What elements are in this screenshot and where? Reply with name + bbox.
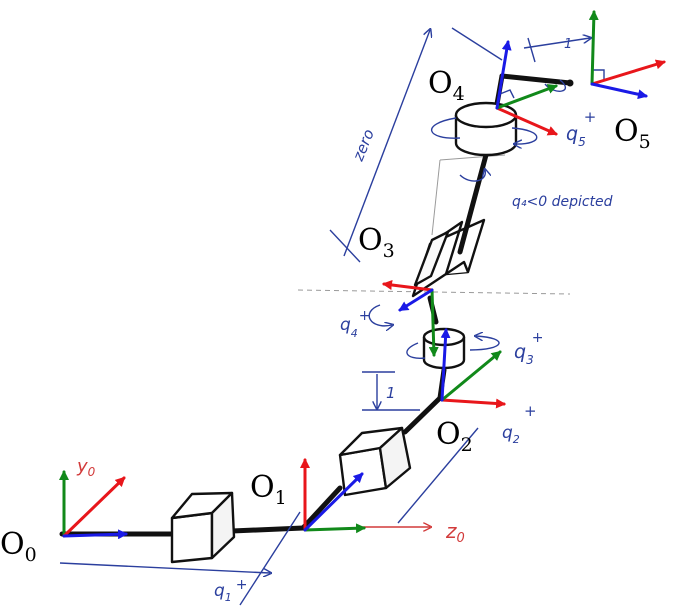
end-effector-tip bbox=[566, 79, 574, 87]
frame3-z-axis bbox=[398, 288, 434, 312]
frame2-x-axis bbox=[440, 398, 506, 409]
zero-label: zero bbox=[349, 127, 378, 165]
q4-label: q4+ bbox=[340, 308, 371, 340]
frame5-x-axis bbox=[590, 59, 666, 86]
frame-axes bbox=[59, 10, 666, 540]
frame4-y-axis bbox=[495, 84, 558, 110]
frame2-z-axis bbox=[440, 328, 451, 402]
q1-label: q1+ bbox=[214, 577, 248, 604]
one-measure-label: 1 bbox=[386, 384, 396, 402]
label-o0: O0 bbox=[0, 527, 37, 566]
q3-label: q3+ bbox=[514, 330, 543, 367]
handwritten-annotations: y0 z0 q1+ q2 + q3+ q4+ q5+ zero q₄<0 dep… bbox=[76, 37, 613, 604]
joint-3-prism bbox=[411, 218, 486, 298]
label-o1: O1 bbox=[250, 470, 287, 509]
frame4-x-axis bbox=[495, 106, 558, 136]
frame2-y-axis bbox=[440, 350, 502, 402]
label-o4: O4 bbox=[428, 66, 465, 105]
frame3-y-axis bbox=[428, 288, 439, 357]
one-top-label: 1 bbox=[564, 37, 572, 52]
q2-plus: + bbox=[524, 402, 537, 420]
frame0-z-axis bbox=[62, 529, 128, 540]
frame5-y-axis bbox=[588, 10, 599, 86]
label-o5: O5 bbox=[614, 114, 651, 153]
frame-labels: O0 O1 O2 O3 O4 O5 bbox=[0, 66, 651, 566]
y0-label: y0 bbox=[76, 456, 96, 479]
frame5-z-axis bbox=[590, 82, 648, 100]
label-o2: O2 bbox=[436, 417, 473, 456]
label-o3: O3 bbox=[358, 223, 395, 262]
frame4-z-axis bbox=[495, 40, 512, 110]
pen-annotations bbox=[59, 28, 605, 606]
z0-label: z0 bbox=[445, 519, 465, 546]
frame1-z-axis bbox=[303, 472, 364, 532]
q5-label: q5+ bbox=[566, 108, 596, 149]
frame3-x-axis bbox=[382, 280, 434, 292]
q2-label: q2 bbox=[502, 423, 520, 446]
guide-lines bbox=[297, 154, 571, 295]
frame1-y-axis bbox=[303, 523, 366, 534]
q4-depicted-note: q₄<0 depicted bbox=[512, 194, 613, 210]
joint-1-box bbox=[170, 491, 236, 564]
frame0-x-axis bbox=[62, 476, 126, 538]
